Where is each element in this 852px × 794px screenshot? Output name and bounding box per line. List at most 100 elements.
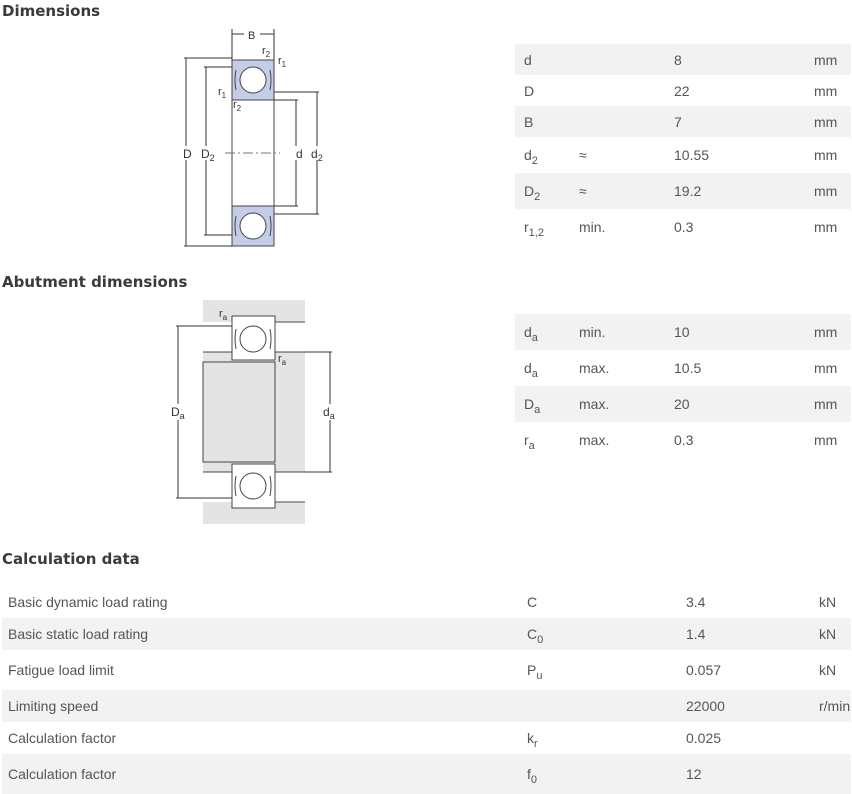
unit-cell bbox=[811, 722, 851, 754]
parameter-name-cell: Limiting speed bbox=[2, 690, 514, 722]
symbol: d bbox=[524, 360, 532, 376]
label-Da: Da bbox=[171, 405, 185, 421]
table-row: Fatigue load limit Pu 0.057 kN bbox=[2, 650, 851, 690]
symbol-cell: D2 bbox=[515, 173, 574, 209]
symbol: d bbox=[524, 147, 532, 163]
unit-cell: kN bbox=[819, 662, 837, 678]
symbol: B bbox=[524, 113, 534, 130]
symbol-cell: D bbox=[515, 75, 574, 106]
label-r2-top: r2 bbox=[262, 45, 271, 59]
symbol-cell: d2 bbox=[515, 137, 574, 173]
value-cell: 0.3 bbox=[674, 219, 694, 235]
symbol-subscript: 2 bbox=[531, 155, 538, 167]
abutment-drawing: ra ra Da da bbox=[169, 300, 339, 524]
symbol: C bbox=[527, 594, 538, 610]
label-d: d bbox=[296, 147, 303, 161]
parameter-name-cell: Fatigue load limit bbox=[8, 662, 114, 678]
symbol-subscript: 0 bbox=[530, 774, 538, 786]
value-cell: 12 bbox=[674, 754, 811, 794]
value-cell: 10 bbox=[666, 314, 786, 350]
label-r1-top: r1 bbox=[278, 55, 287, 69]
qualifier-cell bbox=[574, 106, 666, 137]
label-ra-top: ra bbox=[219, 308, 228, 322]
unit-cell: mm bbox=[786, 314, 851, 350]
symbol-cell: da bbox=[515, 350, 574, 386]
symbol-cell: Da bbox=[515, 386, 574, 422]
qualifier-cell: min. bbox=[574, 314, 666, 350]
label-da: da bbox=[323, 405, 335, 421]
symbol: r bbox=[524, 432, 529, 448]
label-D: D bbox=[183, 147, 192, 161]
unit-cell: kN bbox=[811, 618, 851, 650]
value-cell: 0.025 bbox=[686, 730, 722, 746]
symbol: f bbox=[527, 766, 531, 782]
symbol: D bbox=[524, 82, 535, 99]
label-r2-inner: r2 bbox=[233, 99, 242, 113]
qualifier-cell bbox=[574, 75, 666, 106]
value-cell: 0.3 bbox=[674, 432, 694, 448]
symbol: d bbox=[524, 324, 532, 340]
symbol: D bbox=[524, 396, 535, 412]
symbol-cell: Pu bbox=[514, 650, 674, 690]
label-B: B bbox=[248, 30, 255, 42]
symbol-subscript: 2 bbox=[534, 191, 541, 203]
unit-cell: mm bbox=[786, 173, 851, 209]
value-cell: 3.4 bbox=[686, 594, 706, 610]
table-row: Basic dynamic load rating C 3.4 kN bbox=[2, 586, 851, 618]
symbol-cell: kr bbox=[514, 722, 674, 754]
label-D2: D2 bbox=[201, 147, 215, 163]
label-r1-left: r1 bbox=[218, 86, 227, 100]
unit-cell: mm bbox=[814, 432, 838, 448]
value-cell: 19.2 bbox=[666, 173, 786, 209]
table-row: ra max. 0.3 mm bbox=[515, 422, 851, 458]
symbol-subscript: a bbox=[528, 440, 535, 452]
symbol: C bbox=[527, 626, 538, 642]
unit-cell: kN bbox=[819, 594, 837, 610]
symbol-subscript: r bbox=[534, 738, 538, 750]
qualifier-cell: min. bbox=[579, 219, 606, 235]
symbol: r bbox=[524, 219, 529, 235]
symbol-cell: d bbox=[515, 44, 574, 75]
symbol-cell: r1,2 bbox=[515, 209, 574, 245]
dimensions-heading: Dimensions bbox=[2, 2, 101, 20]
unit-cell: mm bbox=[786, 386, 851, 422]
parameter-name-cell: Basic static load rating bbox=[2, 618, 514, 650]
symbol-cell bbox=[514, 690, 674, 722]
label-d2: d2 bbox=[311, 147, 323, 163]
symbol-subscript: a bbox=[534, 404, 541, 416]
bearing-dimensions-drawing: B r2 r1 r1 r2 D D2 d d2 bbox=[180, 28, 328, 247]
qualifier-cell: ≈ bbox=[579, 147, 587, 163]
symbol-subscript: 0 bbox=[537, 634, 544, 646]
qualifier-cell: max. bbox=[574, 386, 666, 422]
qualifier-cell bbox=[574, 44, 666, 75]
parameter-name-cell: Basic dynamic load rating bbox=[8, 594, 168, 610]
unit-cell: mm bbox=[786, 106, 851, 137]
value-cell: 22000 bbox=[674, 690, 811, 722]
symbol: d bbox=[524, 51, 532, 68]
symbol-cell: C0 bbox=[514, 618, 674, 650]
value-cell: 1.4 bbox=[674, 618, 811, 650]
symbol-cell: ra bbox=[515, 422, 574, 458]
unit-cell: mm bbox=[814, 82, 838, 99]
unit-cell: mm bbox=[814, 147, 838, 163]
symbol: D bbox=[524, 183, 535, 199]
abutment-heading: Abutment dimensions bbox=[2, 273, 188, 291]
value-cell: 22 bbox=[674, 82, 690, 99]
value-cell: 0.057 bbox=[686, 662, 722, 678]
symbol-cell: f0 bbox=[514, 754, 674, 794]
value-cell: 8 bbox=[666, 44, 786, 75]
qualifier-cell: max. bbox=[579, 432, 610, 448]
symbol-cell: B bbox=[515, 106, 574, 137]
value-cell: 10.5 bbox=[674, 360, 702, 376]
